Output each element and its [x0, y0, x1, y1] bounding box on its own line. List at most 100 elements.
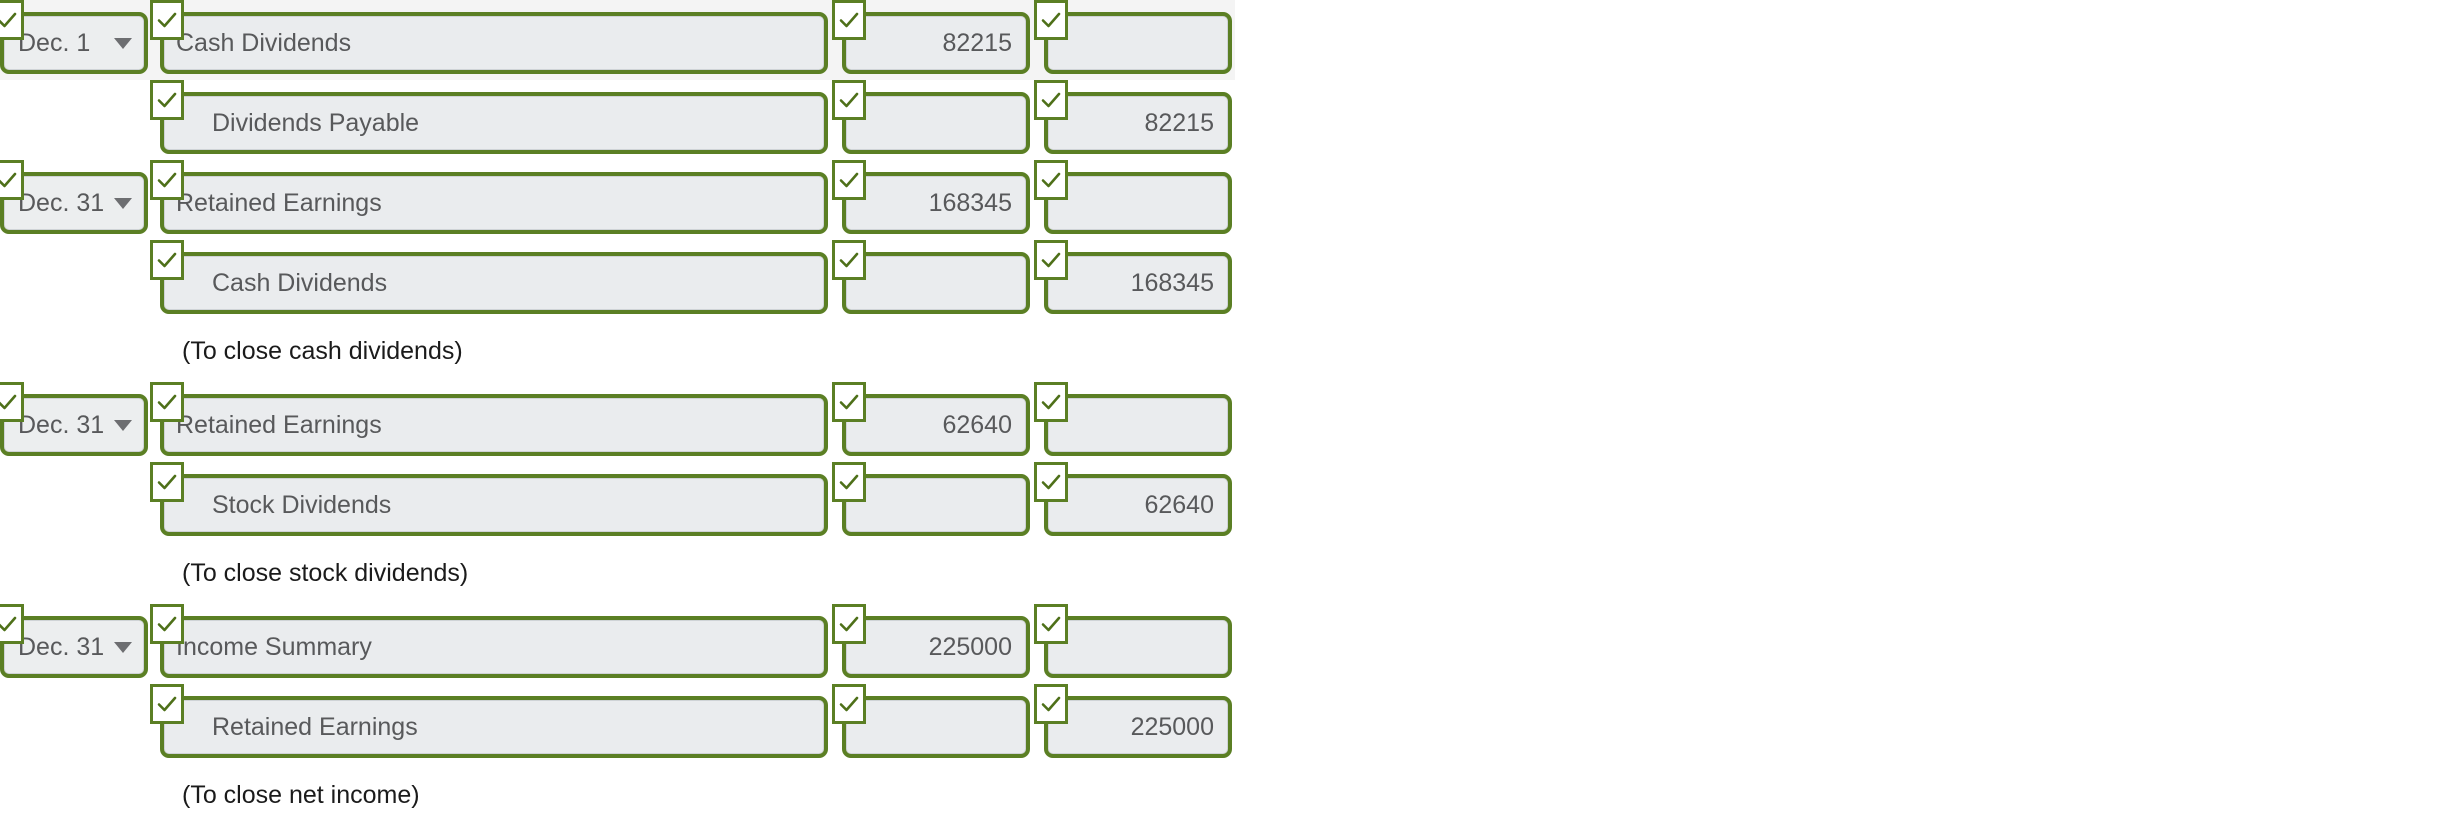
debit-check-icon[interactable]	[832, 684, 866, 724]
debit-cell	[832, 240, 1030, 314]
credit-input[interactable]: 225000	[1044, 696, 1232, 758]
date-select-value: Dec. 31	[18, 410, 105, 439]
account-check-icon[interactable]	[150, 684, 184, 724]
account-check-icon[interactable]	[150, 240, 184, 280]
debit-input[interactable]	[842, 252, 1030, 314]
chevron-down-icon	[114, 419, 132, 431]
credit-input[interactable]	[1044, 394, 1232, 456]
account-name: Retained Earnings	[212, 712, 418, 741]
credit-cell: 82215	[1034, 80, 1232, 154]
account-name: Cash Dividends	[176, 28, 352, 57]
chevron-down-icon	[114, 37, 132, 49]
date-check-icon[interactable]	[0, 160, 24, 200]
credit-check-icon[interactable]	[1034, 684, 1068, 724]
debit-check-icon[interactable]	[832, 240, 866, 280]
debit-check-icon[interactable]	[832, 382, 866, 422]
account-name: Retained Earnings	[176, 188, 382, 217]
debit-check-icon[interactable]	[832, 462, 866, 502]
debit-check-icon[interactable]	[832, 80, 866, 120]
account-check-icon[interactable]	[150, 80, 184, 120]
account-input[interactable]: Cash Dividends	[160, 12, 828, 74]
journal-line-row: Dec. 1 Cash Dividends 82215	[0, 0, 2454, 80]
account-name: Retained Earnings	[176, 410, 382, 439]
debit-input[interactable]: 225000	[842, 616, 1030, 678]
date-check-icon[interactable]	[0, 604, 24, 644]
account-input[interactable]: Dividends Payable	[160, 92, 828, 154]
debit-input[interactable]	[842, 474, 1030, 536]
account-input[interactable]: Income Summary	[160, 616, 828, 678]
credit-cell: 62640	[1034, 462, 1232, 536]
credit-amount: 82215	[1144, 108, 1214, 137]
credit-amount: 225000	[1130, 712, 1214, 741]
date-cell: Dec. 1	[0, 0, 148, 74]
credit-input[interactable]	[1044, 12, 1232, 74]
entry-memo: (To close stock dividends)	[182, 558, 469, 587]
account-input[interactable]: Cash Dividends	[160, 252, 828, 314]
date-cell: Dec. 31	[0, 382, 148, 456]
credit-input[interactable]: 168345	[1044, 252, 1232, 314]
journal-line-row: Retained Earnings 225000	[0, 684, 2454, 764]
account-name: Income Summary	[176, 632, 372, 661]
debit-amount: 82215	[942, 28, 1012, 57]
credit-check-icon[interactable]	[1034, 0, 1068, 40]
credit-cell	[1034, 604, 1232, 678]
debit-check-icon[interactable]	[832, 0, 866, 40]
credit-cell	[1034, 160, 1232, 234]
date-check-icon[interactable]	[0, 0, 24, 40]
chevron-down-icon	[114, 641, 132, 653]
date-select[interactable]: Dec. 31	[0, 616, 148, 678]
account-check-icon[interactable]	[150, 160, 184, 200]
account-name: Cash Dividends	[212, 268, 388, 297]
journal-line-row: Dec. 31 Income Summary 225000	[0, 604, 2454, 684]
date-select[interactable]: Dec. 31	[0, 394, 148, 456]
credit-check-icon[interactable]	[1034, 462, 1068, 502]
credit-input[interactable]	[1044, 616, 1232, 678]
date-select[interactable]: Dec. 1	[0, 12, 148, 74]
account-cell: Income Summary	[150, 604, 828, 678]
debit-input[interactable]: 168345	[842, 172, 1030, 234]
credit-amount: 168345	[1130, 268, 1214, 297]
date-select-value: Dec. 1	[18, 28, 91, 57]
date-cell-empty	[0, 92, 148, 154]
account-check-icon[interactable]	[150, 382, 184, 422]
debit-amount: 225000	[928, 632, 1012, 661]
date-select[interactable]: Dec. 31	[0, 172, 148, 234]
account-cell: Cash Dividends	[150, 0, 828, 74]
credit-cell	[1034, 0, 1232, 74]
date-cell: Dec. 31	[0, 604, 148, 678]
journal-line-row: Stock Dividends 62640	[0, 462, 2454, 542]
memo-row: (To close net income)	[0, 764, 2454, 826]
credit-check-icon[interactable]	[1034, 240, 1068, 280]
memo-row: (To close stock dividends)	[0, 542, 2454, 604]
debit-input[interactable]: 82215	[842, 12, 1030, 74]
debit-input[interactable]: 62640	[842, 394, 1030, 456]
account-name: Dividends Payable	[212, 108, 420, 137]
credit-input[interactable]	[1044, 172, 1232, 234]
account-input[interactable]: Retained Earnings	[160, 394, 828, 456]
credit-check-icon[interactable]	[1034, 382, 1068, 422]
account-check-icon[interactable]	[150, 0, 184, 40]
date-cell-empty	[0, 474, 148, 536]
credit-input[interactable]: 62640	[1044, 474, 1232, 536]
debit-check-icon[interactable]	[832, 160, 866, 200]
date-check-icon[interactable]	[0, 382, 24, 422]
credit-check-icon[interactable]	[1034, 604, 1068, 644]
credit-check-icon[interactable]	[1034, 80, 1068, 120]
account-input[interactable]: Retained Earnings	[160, 696, 828, 758]
account-check-icon[interactable]	[150, 462, 184, 502]
debit-input[interactable]	[842, 92, 1030, 154]
account-input[interactable]: Stock Dividends	[160, 474, 828, 536]
account-check-icon[interactable]	[150, 604, 184, 644]
credit-cell	[1034, 382, 1232, 456]
date-cell-empty	[0, 252, 148, 314]
credit-cell: 225000	[1034, 684, 1232, 758]
debit-input[interactable]	[842, 696, 1030, 758]
debit-cell	[832, 80, 1030, 154]
debit-cell	[832, 462, 1030, 536]
credit-input[interactable]: 82215	[1044, 92, 1232, 154]
credit-check-icon[interactable]	[1034, 160, 1068, 200]
debit-check-icon[interactable]	[832, 604, 866, 644]
account-cell: Stock Dividends	[150, 462, 828, 536]
account-input[interactable]: Retained Earnings	[160, 172, 828, 234]
